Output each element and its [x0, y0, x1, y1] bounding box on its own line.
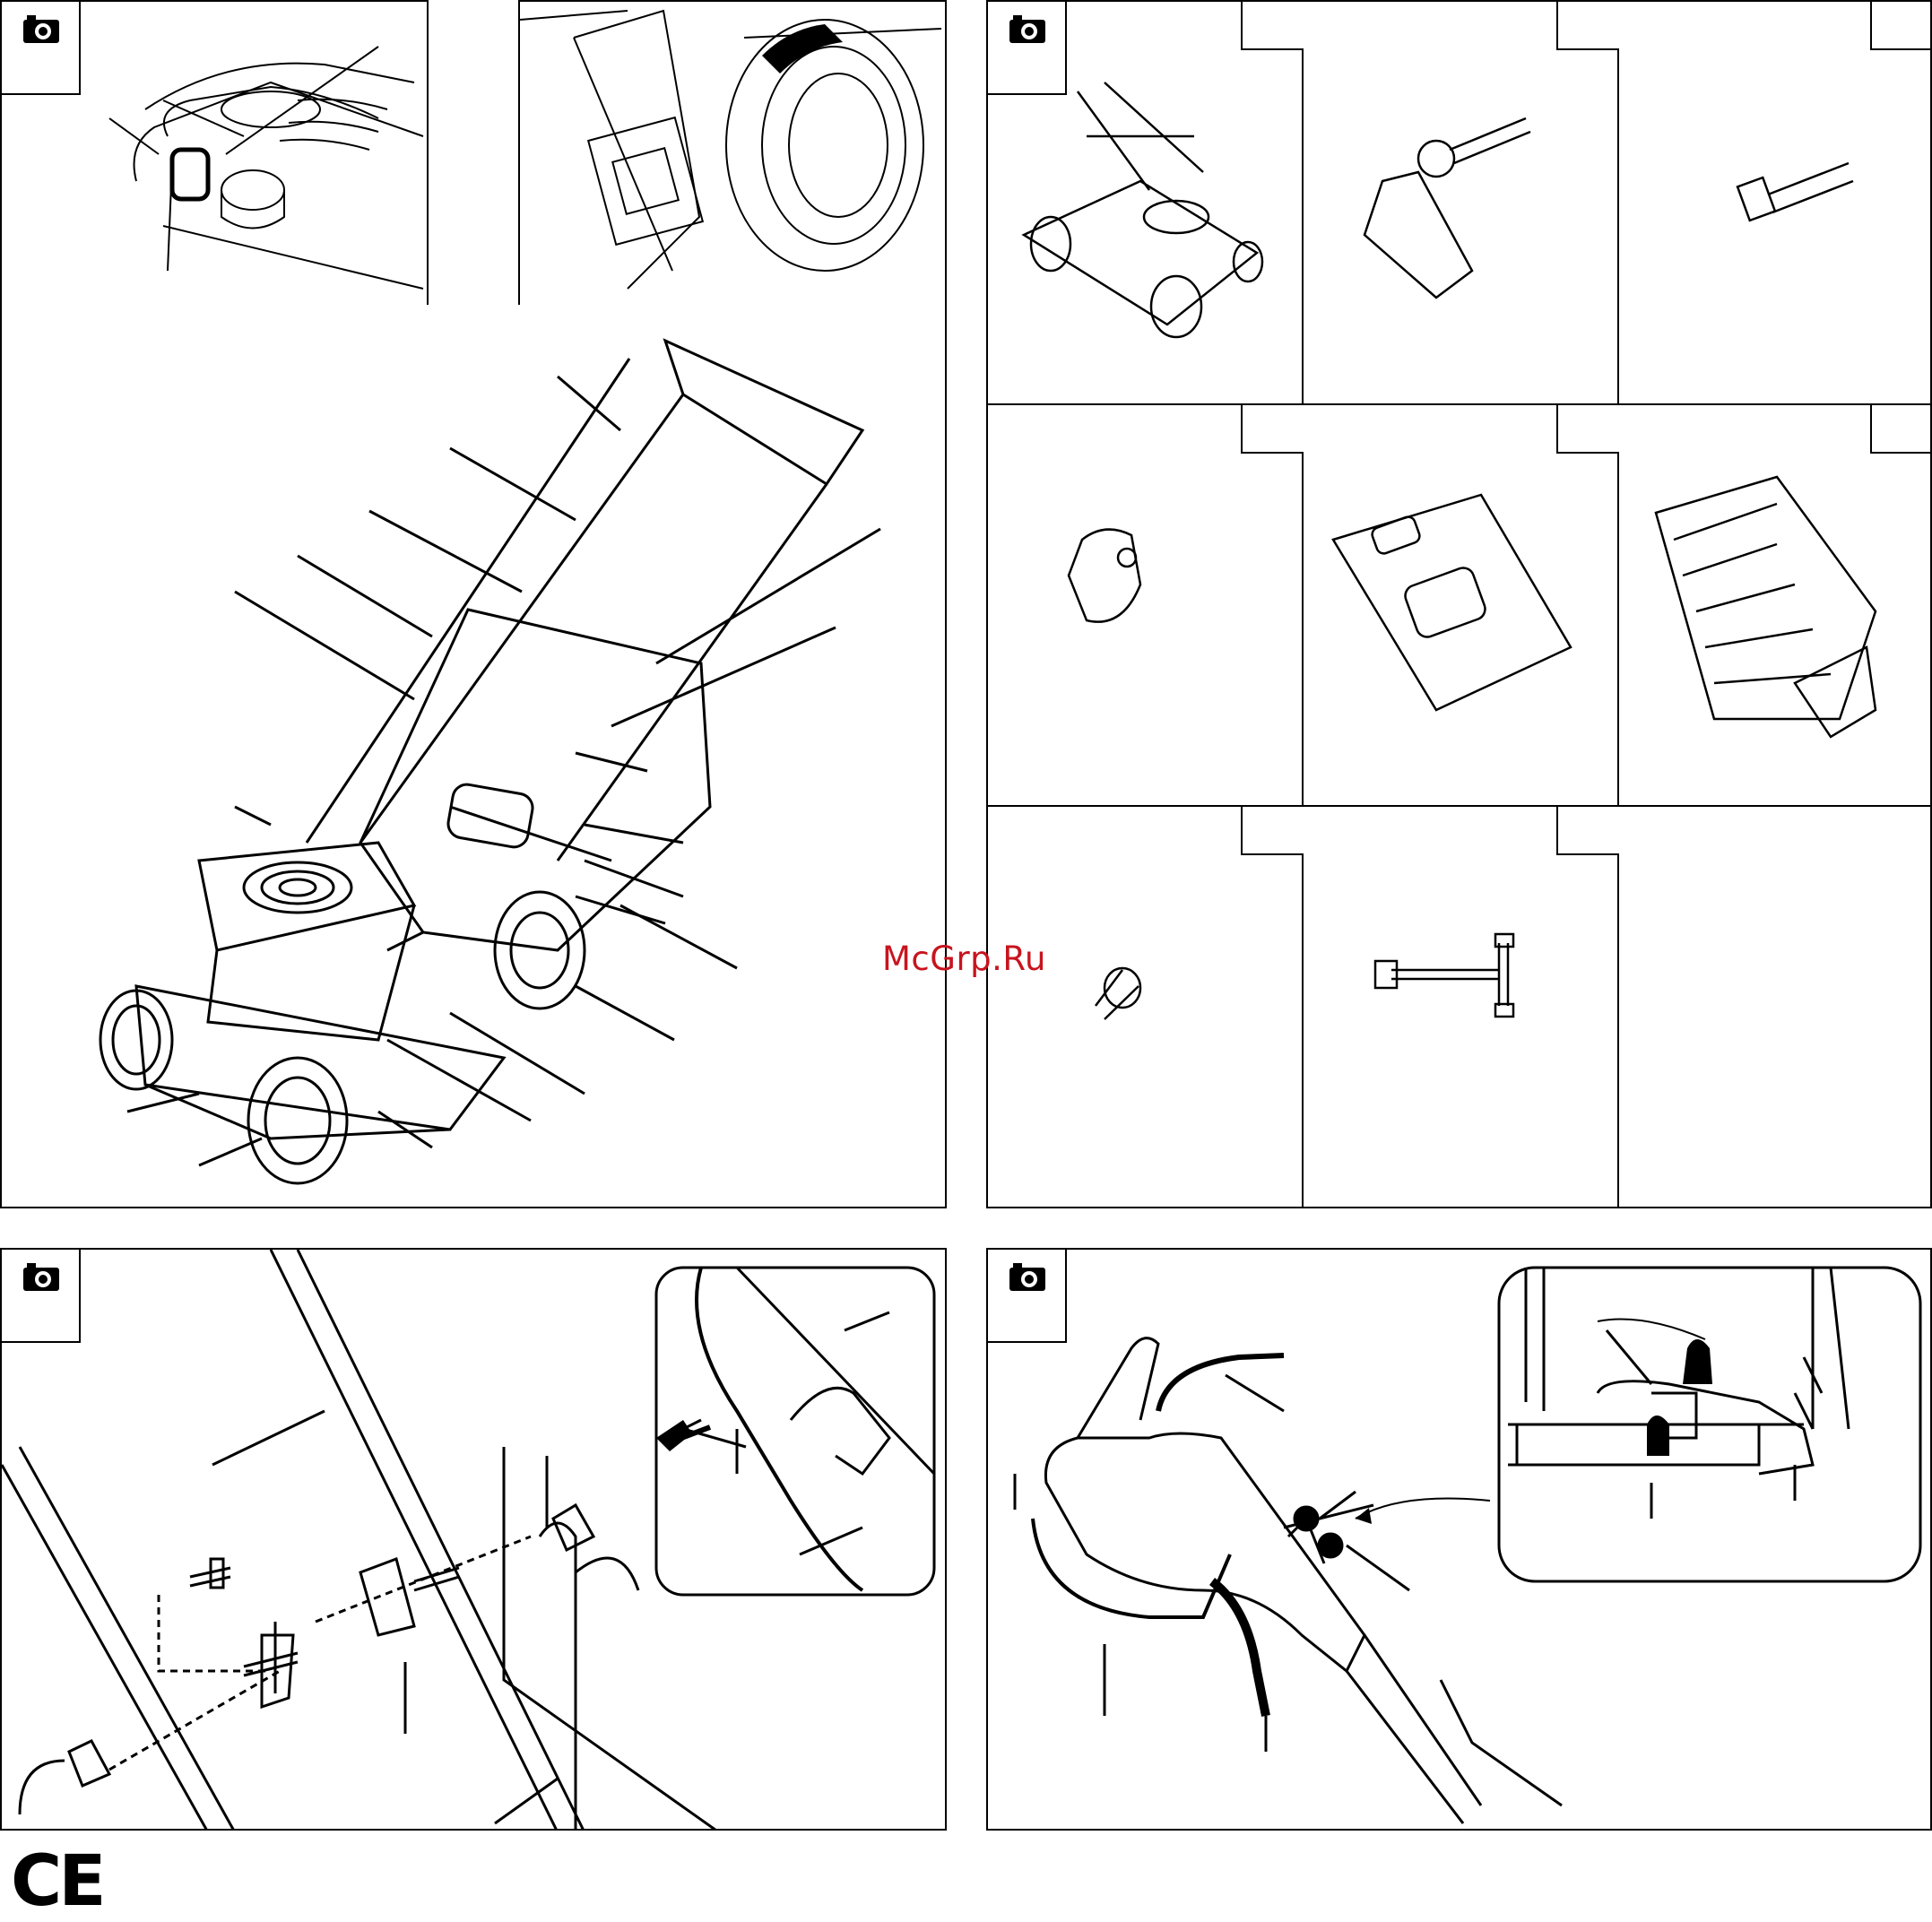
part-star-knob [1069, 530, 1140, 622]
camera-icon-box [2, 2, 81, 95]
handle-assembly-illustration [2, 1250, 947, 1831]
latch-illustration [520, 2, 947, 307]
handle-assembly-panel [0, 1248, 947, 1831]
parts-illustrations [988, 2, 1932, 1208]
lawnmower-illustration [2, 305, 947, 1208]
part-rear-flap [1333, 495, 1571, 710]
part-carriage-bolt [1737, 163, 1853, 221]
camera-icon [22, 13, 61, 45]
part-mower-body [1024, 82, 1262, 337]
mower-overview-panel [0, 305, 947, 1208]
watermark-text: McGrp.Ru [882, 939, 1046, 978]
engine-closeup-panel [0, 0, 429, 307]
part-bushing [1096, 968, 1140, 1019]
part-t-wrench [1375, 934, 1513, 1017]
part-grass-catcher [1656, 477, 1876, 737]
handle-controls-illustration [988, 1250, 1932, 1831]
part-handle-bolt [1365, 118, 1530, 298]
grass-bag-latch-panel [518, 0, 947, 307]
ce-mark: CE [11, 1847, 103, 1917]
handle-controls-panel [986, 1248, 1932, 1831]
parts-list-panel [986, 0, 1932, 1208]
